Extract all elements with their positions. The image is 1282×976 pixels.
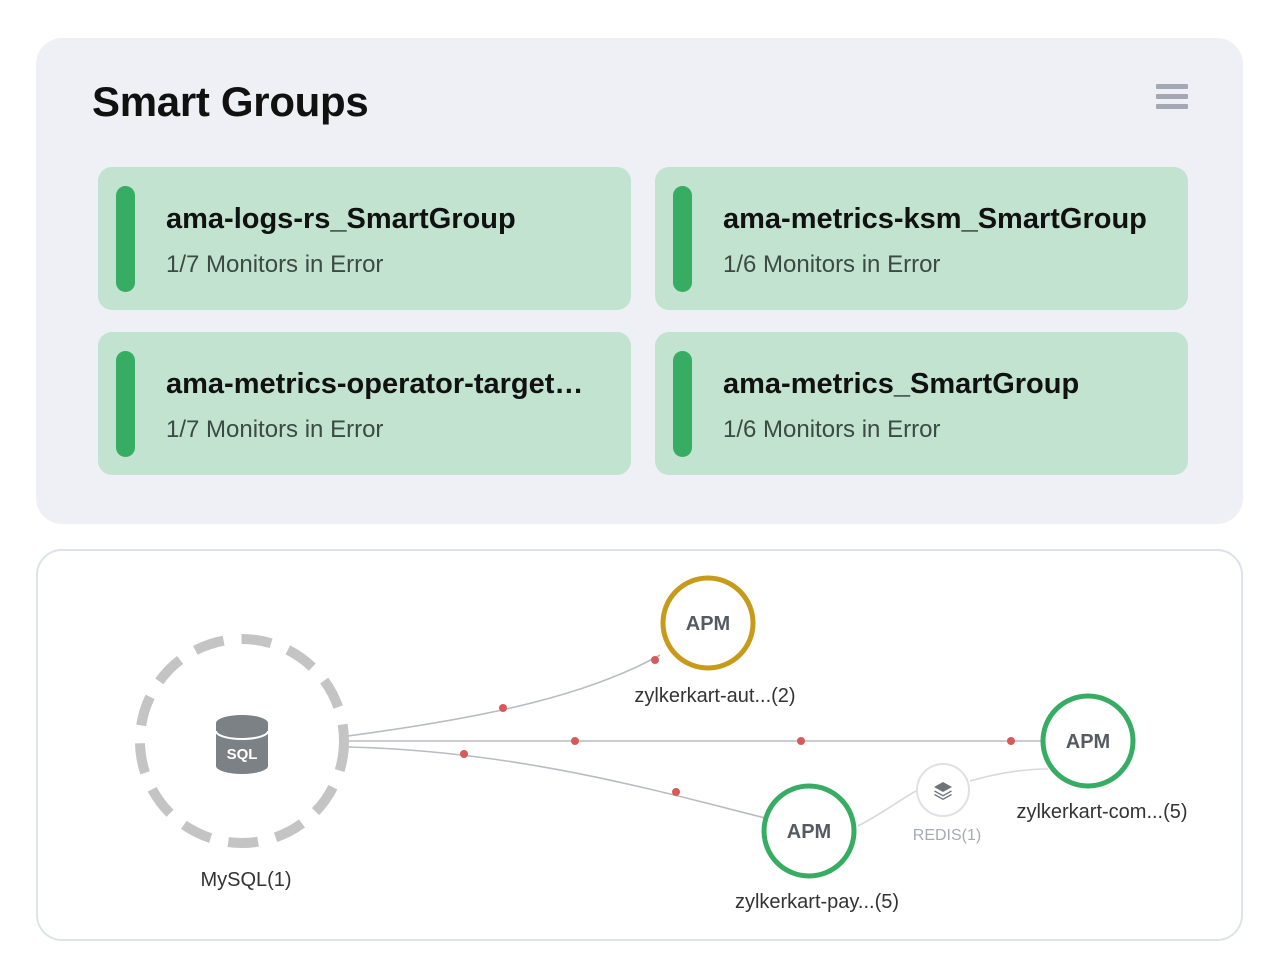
topology-graph: SQL APM APM APM	[135, 575, 1136, 879]
mysql-node[interactable]: SQL	[135, 634, 349, 848]
apm-ring	[660, 575, 756, 671]
status-bar	[116, 186, 135, 292]
topology-map-panel: SQL APM APM APM MySQL(1) zylk	[36, 549, 1243, 941]
edge-redis-com[interactable]	[969, 768, 1049, 782]
smart-group-status: 1/6 Monitors in Error	[723, 416, 941, 443]
edge-marker	[672, 788, 680, 796]
edge-pay-redis[interactable]	[857, 790, 917, 827]
redis-node-label[interactable]: REDIS(1)	[912, 827, 982, 844]
apm-node-text: APM	[787, 821, 831, 843]
edge-marker	[797, 737, 805, 745]
edge-marker	[460, 750, 468, 758]
smart-group-name: ama-logs-rs_SmartGroup	[166, 203, 516, 235]
apm-pay-node-label[interactable]: zylkerkart-pay...(5)	[734, 891, 900, 913]
status-bar	[673, 186, 692, 292]
panel-title: Smart Groups	[92, 78, 369, 125]
edge-mysql-auth[interactable]	[347, 654, 661, 737]
edge-marker	[571, 737, 579, 745]
edge-marker	[499, 704, 507, 712]
edge-marker	[1007, 737, 1015, 745]
topology-edges	[347, 654, 1049, 827]
smart-group-name: ama-metrics_SmartGroup	[723, 368, 1080, 400]
database-icon-text: SQL	[227, 746, 258, 763]
hamburger-menu-icon[interactable]	[1156, 82, 1190, 112]
smart-group-status: 1/7 Monitors in Error	[166, 416, 384, 443]
smart-group-card[interactable]: ama-metrics-operator-targets_SmartGroup …	[98, 332, 631, 475]
smart-group-card[interactable]: ama-metrics-ksm_SmartGroup 1/6 Monitors …	[655, 167, 1188, 310]
redis-node[interactable]	[916, 763, 970, 817]
smart-group-status: 1/7 Monitors in Error	[166, 251, 384, 278]
apm-node-text: APM	[686, 613, 730, 635]
apm-ring	[1040, 693, 1136, 789]
smart-group-card[interactable]: ama-logs-rs_SmartGroup 1/7 Monitors in E…	[98, 167, 631, 310]
status-bar	[673, 351, 692, 457]
edge-markers	[460, 656, 1015, 796]
smart-group-status: 1/6 Monitors in Error	[723, 251, 941, 278]
layers-icon	[934, 782, 952, 800]
mysql-node-label[interactable]: MySQL(1)	[200, 869, 292, 891]
apm-node-text: APM	[1066, 731, 1110, 753]
apm-com-node-label[interactable]: zylkerkart-com...(5)	[1016, 801, 1188, 823]
database-icon: SQL	[215, 715, 269, 774]
smart-group-name: ama-metrics-operator-targets_SmartGroup	[166, 368, 590, 400]
apm-node-com[interactable]: APM	[1040, 693, 1136, 789]
edge-mysql-pay[interactable]	[347, 746, 766, 819]
apm-ring	[761, 783, 857, 879]
smart-group-name: ama-metrics-ksm_SmartGroup	[723, 203, 1147, 235]
apm-node-auth[interactable]: APM	[660, 575, 756, 671]
smart-groups-panel: Smart Groups ama-logs-rs_SmartGroup 1/7 …	[36, 38, 1243, 524]
status-bar	[116, 351, 135, 457]
smart-group-card[interactable]: ama-metrics_SmartGroup 1/6 Monitors in E…	[655, 332, 1188, 475]
apm-node-pay[interactable]: APM	[761, 783, 857, 879]
edge-marker	[651, 656, 659, 664]
apm-auth-node-label[interactable]: zylkerkart-aut...(2)	[634, 685, 796, 707]
